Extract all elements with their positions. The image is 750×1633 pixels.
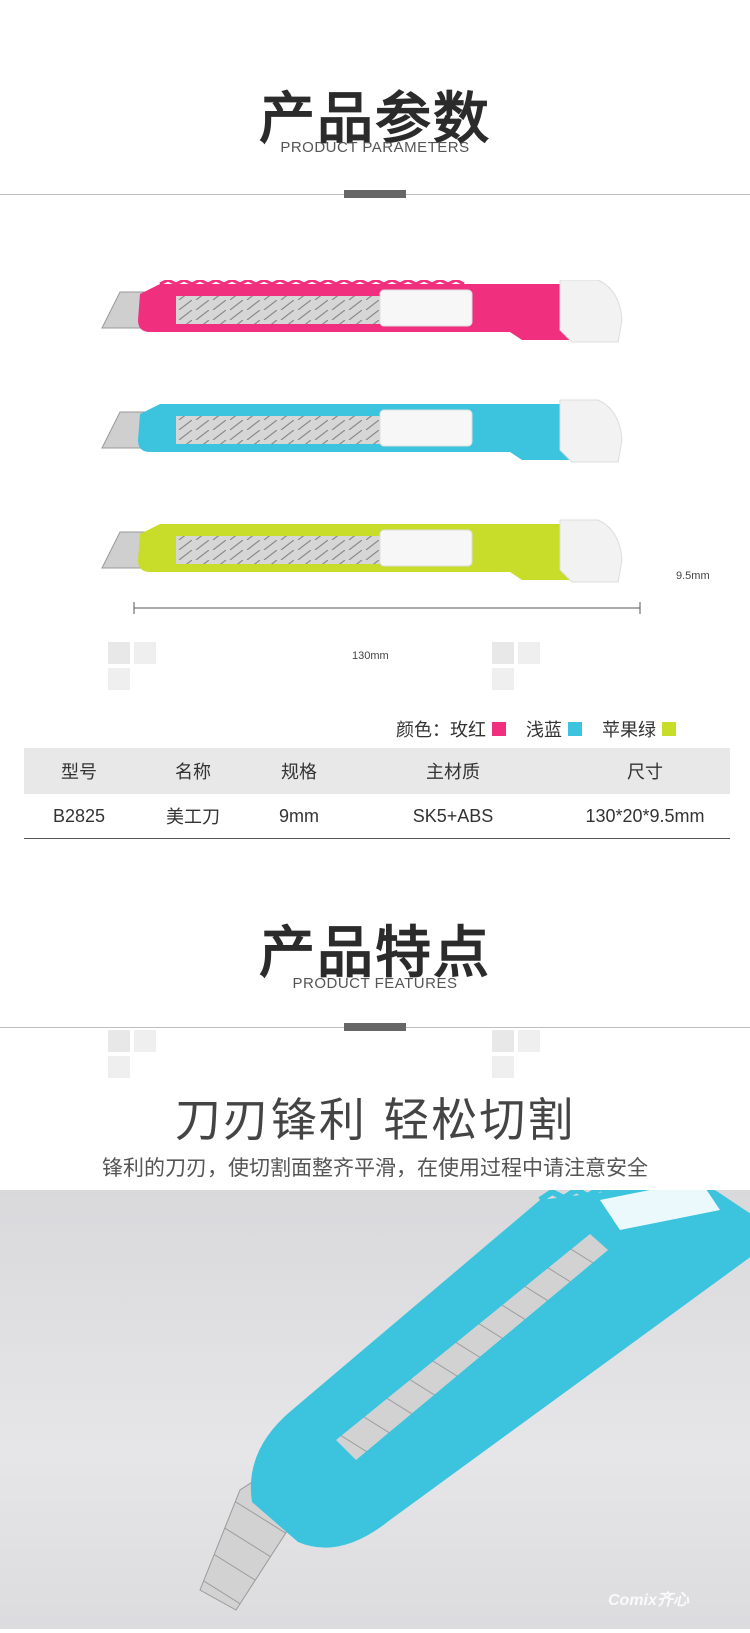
parameters-title: 产品参数	[259, 87, 491, 152]
color-swatch-green	[662, 722, 676, 736]
length-dimension-label: 130mm	[352, 650, 389, 662]
features-subline: 锋利的刀刃，使切割面整齐平滑，在使用过程中请注意安全	[102, 1156, 648, 1180]
features-title: 产品特点	[259, 921, 491, 986]
knife-blue	[101, 399, 623, 463]
color-name-green: 苹果绿	[602, 720, 656, 741]
knife-green	[101, 519, 623, 583]
section-divider-mark	[344, 190, 406, 198]
cell-model: B2825	[24, 794, 134, 839]
watermark-logo-icon	[108, 642, 156, 690]
cell-size: 130*20*9.5mm	[560, 794, 730, 839]
color-legend: 颜色： 玫红 浅蓝 苹果绿	[396, 716, 676, 742]
parameters-subtitle: PRODUCT PARAMETERS	[280, 139, 470, 156]
brand-mark: Comix齐心	[608, 1592, 689, 1609]
cell-spec: 9mm	[252, 794, 346, 839]
knife-illustrations	[101, 280, 641, 614]
watermark-logo-icon	[492, 1030, 540, 1078]
header-material: 主材质	[346, 748, 560, 794]
header-size: 尺寸	[560, 748, 730, 794]
watermark-logo-icon	[108, 1030, 156, 1078]
watermark-logo-icon	[492, 642, 540, 690]
features-headline: 刀刃锋利 轻松切割	[174, 1093, 576, 1147]
header-spec: 规格	[252, 748, 346, 794]
color-name-rose: 玫红	[450, 720, 486, 741]
color-name-blue: 浅蓝	[526, 720, 562, 741]
color-swatch-blue	[568, 722, 582, 736]
header-model: 型号	[24, 748, 134, 794]
spec-table: 型号 名称 规格 主材质 尺寸 B2825 美工刀 9mm SK5+ABS 13…	[24, 748, 730, 839]
table-row: B2825 美工刀 9mm SK5+ABS 130*20*9.5mm	[24, 794, 730, 839]
features-subtitle: PRODUCT FEATURES	[292, 975, 458, 992]
cell-name: 美工刀	[134, 794, 252, 839]
header-name: 名称	[134, 748, 252, 794]
height-dimension-label: 9.5mm	[676, 570, 710, 582]
color-swatch-rose	[492, 722, 506, 736]
cutter-knife-icon	[199, 1180, 750, 1611]
product-photo: Comix齐心	[0, 1180, 750, 1629]
cell-material: SK5+ABS	[346, 794, 560, 839]
knife-rose	[101, 280, 623, 343]
section-divider-mark	[344, 1023, 406, 1031]
colors-label: 颜色：	[396, 720, 450, 741]
spec-table-header: 型号 名称 规格 主材质 尺寸	[24, 748, 730, 794]
